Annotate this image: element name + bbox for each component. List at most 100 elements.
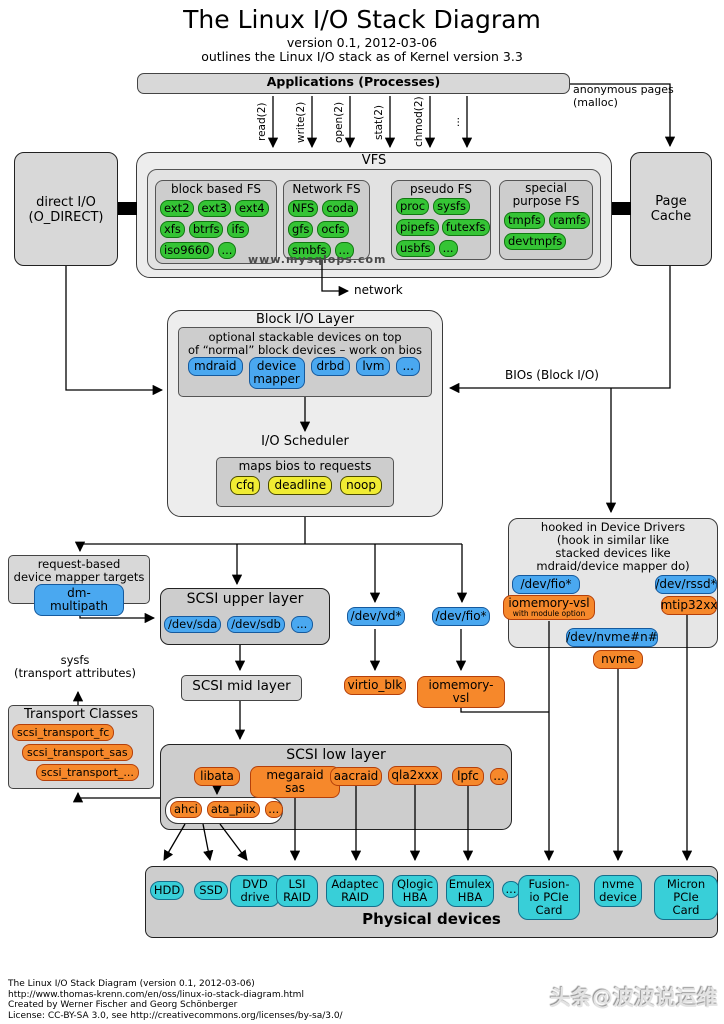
anon-line1: anonymous pages <box>573 83 674 96</box>
chip-mtip32xx: mtip32xx <box>661 596 717 615</box>
chip-dev-nvme: /dev/nvme#n# <box>566 628 658 647</box>
fs-chip-tmpfs: tmpfs <box>504 212 546 229</box>
chip-scsi-transport-sas: scsi_transport_sas <box>22 744 133 761</box>
chip-dev-fio-hooked: /dev/fio* <box>512 575 580 594</box>
direct-io-line1: direct I/O <box>36 195 96 210</box>
chip-qla2xxx: qla2xxx <box>388 766 442 785</box>
hooked-line2: (hook in similar like <box>556 533 670 547</box>
device-nvme: nvme device <box>594 875 642 907</box>
direct-io-label: direct I/O (O_DIRECT) <box>14 195 118 226</box>
chip-device-mapper: device mapper <box>248 357 305 389</box>
transport-classes-title: Transport Classes <box>23 707 139 722</box>
scsi-mid-box <box>181 675 302 701</box>
chip-ata-more: ... <box>264 801 283 818</box>
page-cache-line2: Cache <box>650 208 692 224</box>
stackable-desc-line1: optional stackable devices on top <box>208 330 402 344</box>
device-dvd-drive: DVD drive <box>230 875 280 907</box>
syscall-write: write(2) <box>295 101 307 143</box>
chip-libata: libata <box>194 767 240 786</box>
request-dm-line2: device mapper targets <box>13 570 145 584</box>
direct-io-box <box>14 152 118 266</box>
chip-scsi-upper-more: ... <box>290 616 313 633</box>
chip-scsi-low-more: ... <box>490 768 508 785</box>
chip-deadline: deadline <box>268 476 333 495</box>
chip-dev-sdb: /dev/sdb <box>227 616 285 633</box>
device-micron: Micron PCIe Card <box>654 875 718 920</box>
page-cache-line1: Page <box>655 194 687 209</box>
chip-nvme-driver: nvme <box>593 650 643 669</box>
sysfs-line1: sysfs <box>60 653 90 667</box>
chip-block-more: ... <box>396 357 420 376</box>
vfs-label: VFS <box>361 153 387 168</box>
device-ssd: SSD <box>194 881 228 900</box>
fs-chip-sysfs: sysfs <box>433 198 470 215</box>
syscall-read: read(2) <box>256 102 268 142</box>
physical-devices-title: Physical devices <box>362 910 501 928</box>
chip-dm-multipath: dm-multipath <box>34 584 124 616</box>
chip-aacraid: aacraid <box>330 767 382 786</box>
chip-megaraid-sas: megaraid sas <box>250 766 340 798</box>
chip-virtio-blk: virtio_blk <box>344 676 406 695</box>
stackable-desc-line2: of “normal” block devices – work on bios <box>188 343 422 357</box>
device-adaptec-raid: Adaptec RAID <box>326 875 384 907</box>
network-label: network <box>354 283 403 297</box>
fs-chip-btrfs: btrfs <box>188 221 224 238</box>
footer-line4: License: CC-BY-SA 3.0, see http://creati… <box>8 1010 343 1021</box>
fs-chip-iso9660: iso9660 <box>160 242 214 259</box>
iomemory-main: iomemory-vsl <box>508 596 590 610</box>
fs-chip-proc: proc <box>396 198 430 215</box>
network-fs-title: Network FS <box>292 182 361 196</box>
sysfs-label: sysfs (transport attributes) <box>10 654 140 680</box>
anonymous-pages-label: anonymous pages (malloc) <box>573 83 674 109</box>
fs-chip-devtmpfs: devtmpfs <box>504 233 567 250</box>
footer-line3: Created by Werner Fischer and Georg Schö… <box>8 1000 238 1010</box>
hooked-drivers-title: hooked in Device Drivers (hook in simila… <box>508 521 718 573</box>
device-fusion-io: Fusion-io PCIe Card <box>518 875 580 920</box>
chip-drbd: drbd <box>310 357 351 376</box>
chip-mdraid: mdraid <box>188 357 243 376</box>
footer-line1: The Linux I/O Stack Diagram (version 0.1… <box>8 979 255 989</box>
request-dm-line1: request-based <box>37 557 121 571</box>
hooked-line3: stacked devices like <box>555 546 671 560</box>
page-title: The Linux I/O Stack Diagram <box>183 5 541 34</box>
chip-noop: noop <box>340 476 382 495</box>
chip-dev-rssd: /dev/rssd* <box>655 575 717 594</box>
device-more: ... <box>502 881 520 898</box>
scsi-low-title: SCSI low layer <box>286 747 386 763</box>
syscall-open: open(2) <box>333 101 345 143</box>
hooked-line4: mdraid/device mapper do) <box>536 559 690 573</box>
fs-chip-ifs: ifs <box>227 221 249 238</box>
bios-label: BIOs (Block I/O) <box>505 368 599 382</box>
toutiao-watermark: 头条@波波说运维 <box>550 986 718 1010</box>
fs-chip-ext4: ext4 <box>235 200 269 217</box>
syscall-chmod: chmod(2) <box>413 96 425 148</box>
fs-chip-gfs: gfs <box>288 221 314 238</box>
block-io-layer-title: Block I/O Layer <box>255 312 355 327</box>
scsi-upper-title: SCSI upper layer <box>186 591 304 607</box>
chip-lvm: lvm <box>356 357 391 376</box>
device-qlogic-hba: Qlogic HBA <box>392 875 438 907</box>
direct-io-vfs-connector <box>118 202 137 215</box>
anon-line2: (malloc) <box>573 95 618 109</box>
chip-dev-sda: /dev/sda <box>164 616 222 633</box>
fs-chip-smbfs: smbfs <box>288 242 331 259</box>
mysqlops-watermark: www.mysqlops.com <box>248 253 387 266</box>
direct-io-line2: (O_DIRECT) <box>28 209 104 225</box>
fs-chip-ext2: ext2 <box>160 200 194 217</box>
chip-ahci: ahci <box>170 801 202 818</box>
sysfs-line2: (transport attributes) <box>14 666 136 680</box>
fs-chip-usbfs: usbfs <box>396 240 435 257</box>
fs-chip-futexfs: futexfs <box>441 219 490 236</box>
maps-bios-desc: maps bios to requests <box>238 459 372 473</box>
chip-iomemory-vsl-hooked: iomemory-vsl with module option <box>503 595 595 620</box>
chip-scsi-transport-fc: scsi_transport_fc <box>12 724 115 741</box>
fs-chip-ocfs: ocfs <box>317 221 349 238</box>
pseudo-fs-title: pseudo FS <box>410 182 472 196</box>
fs-chip-ramfs: ramfs <box>549 212 591 229</box>
applications-label: Applications (Processes) <box>266 74 441 89</box>
special-fs-title: special purpose FS <box>512 181 580 208</box>
syscall-stat: stat(2) <box>373 104 385 140</box>
kernel-subtitle: outlines the Linux I/O stack as of Kerne… <box>201 49 523 64</box>
hooked-line1: hooked in Device Drivers <box>540 520 686 534</box>
fs-chip-ext3: ext3 <box>197 200 232 217</box>
